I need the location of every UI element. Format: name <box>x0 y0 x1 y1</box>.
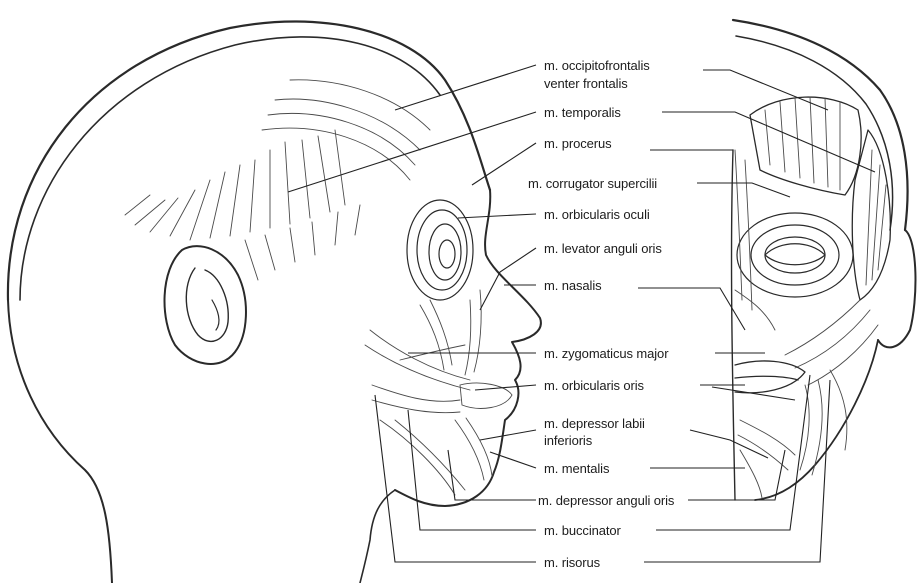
label-depressor-labii: m. depressor labii <box>544 416 645 431</box>
muscle-labels: m. occipitofrontalis venter frontalis m.… <box>528 58 675 570</box>
label-risorus: m. risorus <box>544 555 601 570</box>
label-orbicularis-oris: m. orbicularis oris <box>544 378 645 393</box>
label-mentalis: m. mentalis <box>544 461 610 476</box>
label-orbicularis-oculi: m. orbicularis oculi <box>544 207 650 222</box>
label-venter-frontalis: venter frontalis <box>544 76 628 91</box>
label-inferioris: inferioris <box>544 433 593 448</box>
label-nasalis: m. nasalis <box>544 278 602 293</box>
frontal-face-drawing <box>732 20 916 500</box>
profile-head-drawing <box>8 21 541 583</box>
label-levator-anguli-oris: m. levator anguli oris <box>544 241 662 256</box>
label-corrugator-supercilii: m. corrugator supercilii <box>528 176 657 191</box>
label-occipitofrontalis: m. occipitofrontalis <box>544 58 650 73</box>
label-buccinator: m. buccinator <box>544 523 622 538</box>
label-depressor-anguli-oris: m. depressor anguli oris <box>538 493 675 508</box>
label-zygomaticus-major: m. zygomaticus major <box>544 346 669 361</box>
label-temporalis: m. temporalis <box>544 105 621 120</box>
label-procerus: m. procerus <box>544 136 612 151</box>
